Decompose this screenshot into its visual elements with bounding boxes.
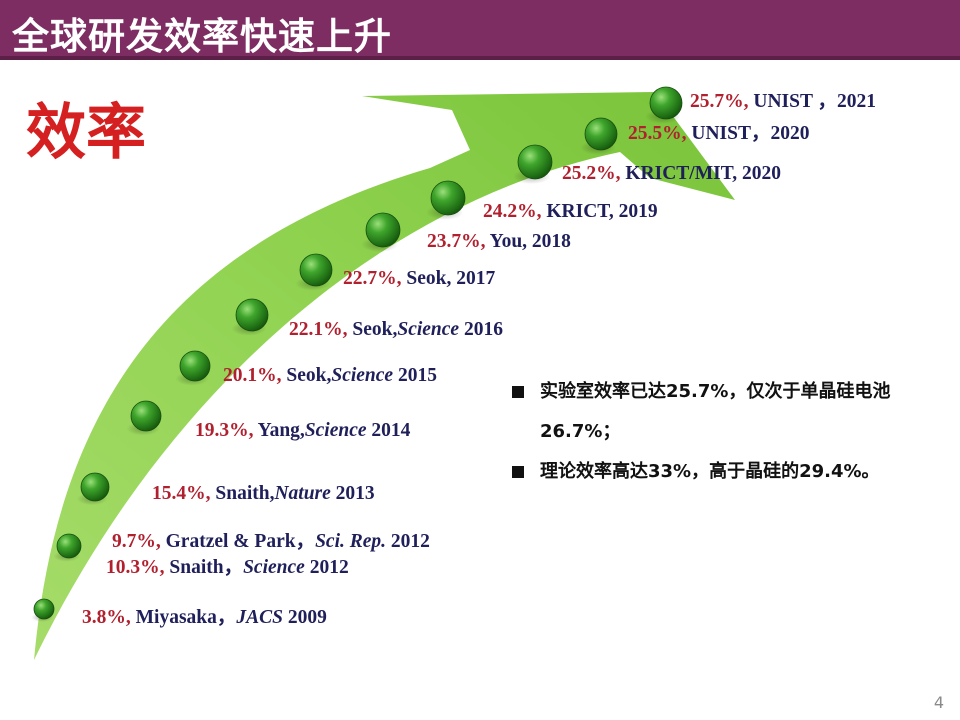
citation-year: 2016 [459,319,503,340]
efficiency-value: 15.4%, [152,483,211,504]
citation-year: 2009 [283,607,327,628]
citation-text: Snaith， [164,557,244,578]
efficiency-value: 22.7%, [343,268,402,289]
efficiency-value: 3.8%, [82,607,131,628]
milestone-label-5: 20.1%, Seok,Science 2015 [223,366,437,386]
journal-name: Nature [274,483,331,504]
milestone-sphere-8 [365,212,401,248]
journal-name: Sci. Rep. [315,531,387,552]
citation-text: Seok, [281,365,332,386]
citation-text: KRICT, 2019 [541,201,658,222]
slide-title: 全球研发效率快速上升 [12,15,392,58]
milestone-markers [31,86,683,622]
citation-text: UNIST，2020 [686,123,810,144]
bullet-item: 实验室效率已达25.7%，仅次于单晶硅电池26.7%； [512,372,942,452]
journal-name: Science [397,319,460,340]
efficiency-value: 24.2%, [483,201,542,222]
bullet-text: 理论效率高达33%，高于晶硅的29.4%。 [540,461,880,482]
square-bullet-icon [512,466,524,478]
milestone-label-11: 25.5%, UNIST，2020 [628,124,809,144]
milestone-label-4: 19.3%, Yang,Science 2014 [195,421,410,441]
milestone-sphere-10 [517,144,553,180]
milestone-label-9: 24.2%, KRICT, 2019 [483,202,658,222]
milestone-sphere-1 [56,533,82,559]
citation-year: 2012 [304,557,349,578]
milestone-label-8: 23.7%, You, 2018 [427,232,571,252]
efficiency-value: 19.3%, [195,420,254,441]
milestone-sphere-3 [80,472,110,502]
milestone-sphere-7 [299,253,333,287]
bullet-list: 实验室效率已达25.7%，仅次于单晶硅电池26.7%； 理论效率高达33%，高于… [512,372,942,492]
bullet-item: 理论效率高达33%，高于晶硅的29.4%。 [512,452,942,492]
journal-name: Science [331,365,394,386]
efficiency-value: 25.7%, [690,91,749,112]
citation-year: 2015 [393,365,437,386]
efficiency-value: 10.3%, [106,557,165,578]
efficiency-value: 25.5%, [628,123,687,144]
growth-arrow-body [34,92,735,660]
citation-year: 2014 [366,420,411,441]
journal-name: Science [243,557,305,578]
efficiency-value: 22.1%, [289,319,348,340]
page-number: 4 [933,693,944,712]
milestone-sphere-5 [179,350,211,382]
citation-text: Snaith, [210,483,275,504]
title-rule [0,56,960,60]
citation-year: 2012 [386,531,430,552]
milestone-label-1: 10.3%, Snaith，Science 2012 [106,558,349,578]
milestone-label-6: 22.1%, Seok,Science 2016 [289,320,503,340]
milestone-label-7: 22.7%, Seok, 2017 [343,269,495,289]
bullet-text: 实验室效率已达25.7%，仅次于单晶硅电池26.7%； [540,381,891,442]
citation-text: Gratzel & Park， [160,531,316,552]
citation-year: 2013 [330,483,375,504]
efficiency-value: 9.7%, [112,531,161,552]
citation-text: UNIST ，2021 [748,91,877,112]
section-label: 效率 [26,98,146,168]
milestone-label-12: 25.7%, UNIST ，2021 [690,92,876,112]
title-bar: 全球研发效率快速上升 [0,0,960,60]
citation-text: You, 2018 [485,231,571,252]
citation-text: Miyasaka， [130,607,237,628]
efficiency-value: 20.1%, [223,365,282,386]
milestone-sphere-4 [130,400,162,432]
milestone-label-10: 25.2%, KRICT/MIT, 2020 [562,164,781,184]
citation-text: KRICT/MIT, 2020 [620,163,782,184]
efficiency-value: 23.7%, [427,231,486,252]
milestone-sphere-9 [430,180,466,216]
milestone-sphere-12 [649,86,683,120]
milestone-sphere-0 [33,598,55,620]
square-bullet-icon [512,386,524,398]
efficiency-value: 25.2%, [562,163,621,184]
journal-name: Science [304,420,367,441]
milestone-label-2: 9.7%, Gratzel & Park，Sci. Rep. 2012 [112,532,430,552]
milestone-sphere-6 [235,298,269,332]
citation-text: Seok, 2017 [401,268,496,289]
milestone-label-3: 15.4%, Snaith,Nature 2013 [152,484,375,504]
journal-name: JACS [236,607,283,628]
citation-text: Yang, [253,420,305,441]
milestone-label-0: 3.8%, Miyasaka，JACS 2009 [82,608,327,628]
citation-text: Seok, [347,319,398,340]
milestone-sphere-11 [584,117,618,151]
